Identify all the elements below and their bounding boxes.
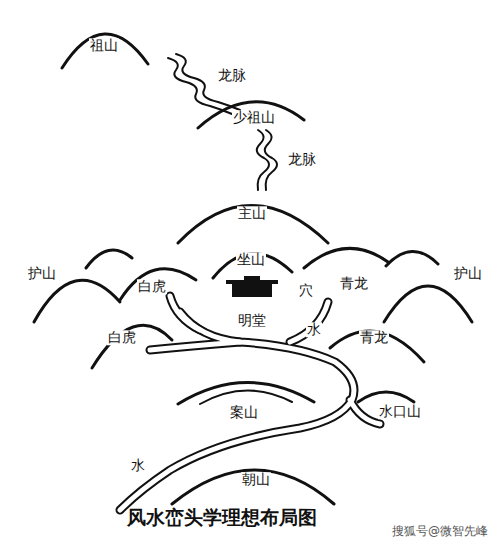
mountain-name: 水口山 — [378, 404, 422, 419]
figure-caption: 风水峦头学理想布局图 — [127, 505, 317, 531]
mountain-name: 白虎 — [137, 279, 167, 294]
mountain-name: 白虎 — [107, 330, 137, 345]
mountain-name: 案山 — [229, 405, 259, 420]
vein-name: 龙脉 — [287, 152, 317, 167]
mountain-name: 青龙 — [339, 276, 369, 291]
water-label: 水 — [306, 322, 322, 337]
mountain-name: 护山 — [27, 266, 57, 281]
mountain-name: 少祖山 — [232, 110, 276, 125]
mountain-name: 朝山 — [241, 472, 271, 487]
watermark: 搜狐号@微智先峰 — [391, 525, 489, 538]
hall-label: 明堂 — [237, 313, 267, 328]
mountain-name: 祖山 — [89, 38, 119, 53]
mountain-name: 青龙 — [359, 330, 389, 345]
water-label: 水 — [130, 458, 146, 473]
mountain-name: 主山 — [237, 206, 267, 221]
vein-name: 龙脉 — [217, 68, 247, 83]
mountain-name: 坐山 — [236, 252, 266, 267]
lair-label: 穴 — [298, 283, 314, 298]
mountain-name: 护山 — [453, 266, 483, 281]
